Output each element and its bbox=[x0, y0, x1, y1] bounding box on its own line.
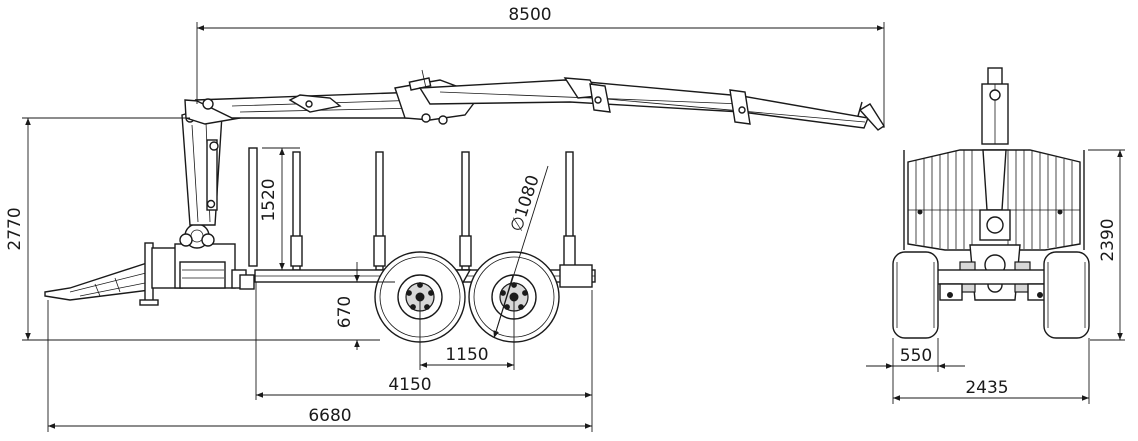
dim-frame-length: 4150 bbox=[388, 375, 431, 395]
dim-axle-spacing: 1150 bbox=[445, 345, 488, 365]
rear-view bbox=[892, 67, 1090, 339]
rear-wheel-right bbox=[1043, 251, 1090, 339]
dim-total-height: 2770 bbox=[5, 207, 25, 250]
dim-total-length: 6680 bbox=[308, 406, 351, 426]
crane-column bbox=[181, 99, 241, 226]
dim-total-reach: 8500 bbox=[508, 5, 551, 25]
wheel-rear-left bbox=[374, 251, 466, 343]
drawbar bbox=[44, 242, 159, 306]
main-boom bbox=[194, 91, 431, 119]
dim-width-height: 2390 bbox=[1098, 218, 1118, 261]
dim-ground-clearance: 670 bbox=[335, 296, 355, 328]
rear-wheel-left bbox=[892, 251, 939, 339]
rear-dimensions: 2390 550 2435 bbox=[866, 149, 1125, 404]
crane-base bbox=[151, 223, 255, 290]
stanchions bbox=[248, 147, 576, 271]
dim-wheel-width: 550 bbox=[900, 346, 932, 366]
outer-boom bbox=[418, 77, 885, 131]
rear-axle bbox=[935, 269, 1055, 301]
dim-stanchion-height: 1520 bbox=[259, 178, 279, 221]
dim-total-width: 2435 bbox=[965, 378, 1008, 398]
side-view bbox=[44, 69, 885, 343]
side-dimensions: 8500 2770 1520 ∅1080 670 1150 4150 bbox=[5, 5, 885, 432]
dim-wheel-diameter: ∅1080 bbox=[507, 173, 544, 234]
